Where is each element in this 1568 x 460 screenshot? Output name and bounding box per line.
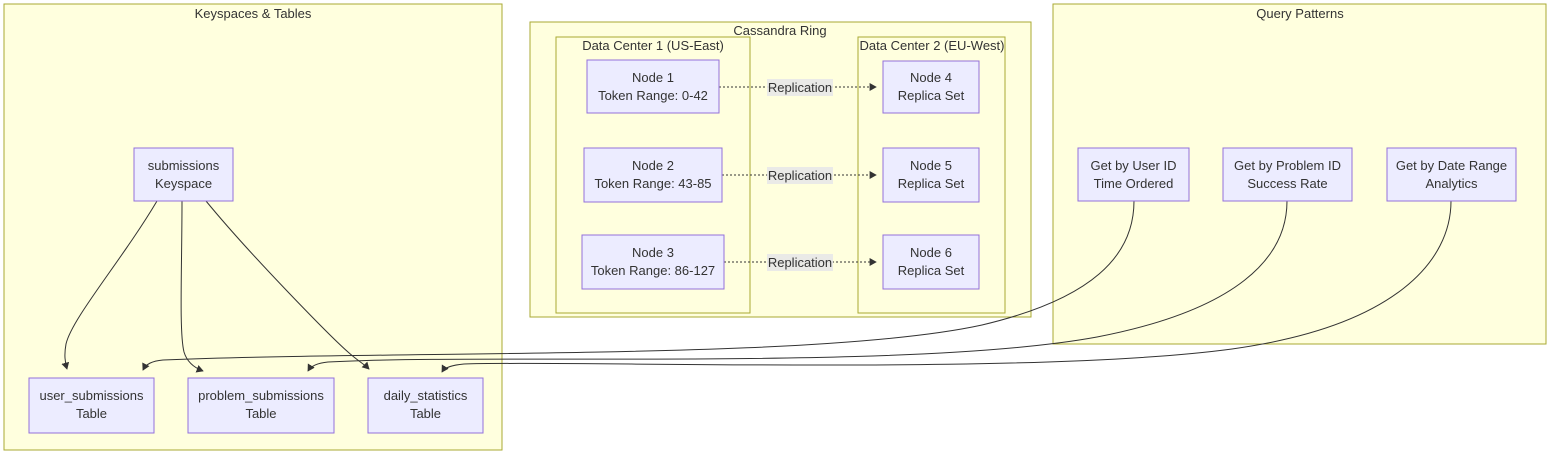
- node-rect: [882, 60, 980, 114]
- node-label-line1: problem_submissions: [198, 388, 324, 403]
- node-submissions-keyspace: submissions Keyspace: [133, 147, 234, 202]
- node-get-by-problem-id: Get by Problem ID Success Rate: [1222, 147, 1353, 202]
- edge-label-replication-2: Replication: [767, 167, 833, 184]
- node-label-line2: Replica Set: [898, 176, 965, 191]
- node-4-replica-set: Node 4 Replica Set: [882, 60, 980, 114]
- edge-label-bg: [767, 79, 833, 96]
- node-5-replica-set: Node 5 Replica Set: [882, 147, 980, 203]
- edge-keyspace-to-daily-table: [205, 200, 370, 370]
- node-label-line2: Success Rate: [1247, 176, 1327, 191]
- edge-label-bg: [767, 254, 833, 271]
- node-rect: [1077, 147, 1190, 202]
- node-2-token-range: Node 2 Token Range: 43-85: [583, 147, 723, 203]
- edge-keyspace-to-user-table: [61, 200, 158, 370]
- container-dc1-title: Data Center 1 (US-East): [582, 38, 724, 53]
- node-rect: [882, 234, 980, 290]
- node-rect: [187, 377, 335, 434]
- node-label-line2: Table: [245, 406, 276, 421]
- edge-label-replication-1: Replication: [767, 79, 833, 96]
- node-rect: [28, 377, 155, 434]
- edge-q-date-to-daily-table: [441, 200, 1452, 373]
- node-label-line2: Keyspace: [155, 176, 212, 191]
- container-dc2-title: Data Center 2 (EU-West): [860, 38, 1005, 53]
- node-daily-statistics-table: daily_statistics Table: [367, 377, 484, 434]
- node-label-line1: Get by Problem ID: [1234, 158, 1341, 173]
- node-label-line1: Node 2: [632, 158, 674, 173]
- node-label-line2: Table: [76, 406, 107, 421]
- node-label-line1: Node 5: [910, 158, 952, 173]
- node-label-line2: Time Ordered: [1094, 176, 1174, 191]
- node-label-line1: submissions: [148, 158, 220, 173]
- node-problem-submissions-table: problem_submissions Table: [187, 377, 335, 434]
- node-label-line1: Node 1: [632, 70, 674, 85]
- node-label-line1: daily_statistics: [384, 388, 468, 403]
- node-label-line2: Replica Set: [898, 88, 965, 103]
- node-6-replica-set: Node 6 Replica Set: [882, 234, 980, 290]
- node-label-line1: user_submissions: [39, 388, 144, 403]
- edge-label-replication-3: Replication: [767, 254, 833, 271]
- node-user-submissions-table: user_submissions Table: [28, 377, 155, 434]
- node-label-line1: Node 3: [632, 245, 674, 260]
- node-1-token-range: Node 1 Token Range: 0-42: [586, 59, 720, 114]
- node-label-line2: Token Range: 43-85: [594, 176, 711, 191]
- edge-keyspace-to-problem-table: [180, 200, 204, 373]
- node-label-line2: Analytics: [1425, 176, 1478, 191]
- node-get-by-user-id: Get by User ID Time Ordered: [1077, 147, 1190, 202]
- node-rect: [583, 147, 723, 203]
- edge-label-bg: [767, 167, 833, 184]
- node-label-line1: Get by User ID: [1091, 158, 1177, 173]
- container-ring-title: Cassandra Ring: [733, 23, 826, 38]
- node-3-token-range: Node 3 Token Range: 86-127: [581, 234, 725, 290]
- node-rect: [882, 147, 980, 203]
- node-rect: [133, 147, 234, 202]
- edge-label-text: Replication: [768, 80, 832, 95]
- node-label-line2: Replica Set: [898, 263, 965, 278]
- node-rect: [1386, 147, 1517, 202]
- node-get-by-date-range: Get by Date Range Analytics: [1386, 147, 1517, 202]
- node-rect: [1222, 147, 1353, 202]
- node-rect: [581, 234, 725, 290]
- container-keyspaces-title: Keyspaces & Tables: [195, 6, 312, 21]
- edge-label-text: Replication: [768, 255, 832, 270]
- node-label-line1: Get by Date Range: [1396, 158, 1507, 173]
- node-label-line2: Table: [410, 406, 441, 421]
- edge-q-problem-to-problem-table: [307, 200, 1288, 372]
- edge-label-text: Replication: [768, 168, 832, 183]
- container-keyspaces-rect: [3, 3, 503, 451]
- node-rect: [586, 59, 720, 114]
- node-rect: [367, 377, 484, 434]
- container-queries-title: Query Patterns: [1256, 6, 1344, 21]
- edge-q-user-to-user-table: [142, 200, 1135, 371]
- node-label-line1: Node 6: [910, 245, 952, 260]
- node-label-line1: Node 4: [910, 70, 952, 85]
- node-label-line2: Token Range: 86-127: [591, 263, 715, 278]
- container-keyspaces-tables: Keyspaces & Tables: [3, 3, 503, 451]
- node-label-line2: Token Range: 0-42: [598, 88, 708, 103]
